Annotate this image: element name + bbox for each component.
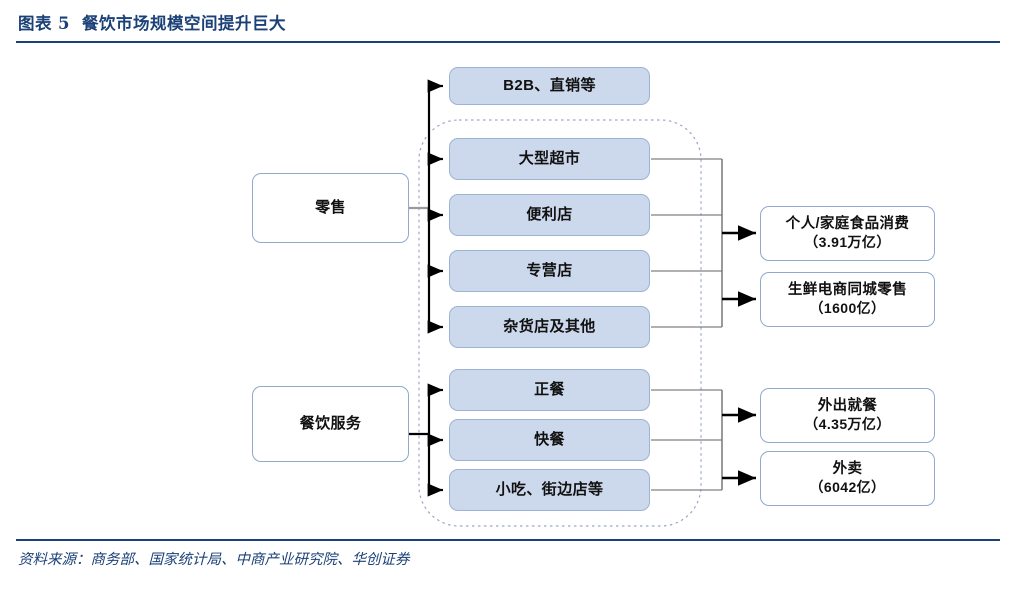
node-b2b[interactable]: B2B、直销等 [449,67,650,105]
node-grocery-label: 杂货店及其他 [503,318,596,336]
node-retail-label: 零售 [315,199,346,217]
node-grocery[interactable]: 杂货店及其他 [449,306,650,348]
node-fresh-ecommerce[interactable]: 生鲜电商同城零售 （1600亿） [760,272,935,327]
node-takeaway[interactable]: 外卖 （6042亿） [760,451,935,506]
node-household-consumption[interactable]: 个人/家庭食品消费 （3.91万亿） [760,206,935,261]
node-diningout-value: （4.35万亿） [804,416,891,433]
node-specialty[interactable]: 专营店 [449,250,650,292]
node-takeaway-value: （6042亿） [809,479,886,496]
connector-layer [409,79,756,527]
group-boundary-dotted [418,119,702,527]
node-dining-out[interactable]: 外出就餐 （4.35万亿） [760,388,935,443]
node-household-value: （3.91万亿） [804,234,891,251]
node-fresh-value: （1600亿） [809,300,886,317]
node-takeaway-label: 外卖 [832,461,863,478]
figure-number: 5 [58,14,70,33]
node-convenience-label: 便利店 [526,206,573,224]
figure-title: 图表 5 餐饮市场规模空间提升巨大 [18,10,286,34]
node-fastfood[interactable]: 快餐 [449,419,650,461]
node-snack[interactable]: 小吃、街边店等 [449,469,650,511]
footer-divider-rule [16,539,1000,541]
diagram-canvas: 零售 餐饮服务 B2B、直销等 大型超市 便利店 专营店 杂货店及其他 正餐 快… [0,46,1016,538]
node-b2b-label: B2B、直销等 [503,77,596,95]
node-household-label: 个人/家庭食品消费 [785,216,910,233]
figure-label: 图表 [18,14,52,33]
node-fresh-label: 生鲜电商同城零售 [787,282,908,299]
node-hypermarket[interactable]: 大型超市 [449,138,650,180]
node-diningout-label: 外出就餐 [817,398,878,415]
node-fulldining[interactable]: 正餐 [449,369,650,411]
figure-title-text: 餐饮市场规模空间提升巨大 [81,14,286,33]
node-fulldining-label: 正餐 [534,381,565,399]
node-fastfood-label: 快餐 [534,431,565,449]
source-note: 资料来源：商务部、国家统计局、中商产业研究院、华创证券 [18,552,410,568]
node-snack-label: 小吃、街边店等 [495,481,604,499]
title-divider-rule [16,41,1000,43]
node-hypermarket-label: 大型超市 [518,150,581,168]
node-retail[interactable]: 零售 [252,173,409,243]
node-foodservice-label: 餐饮服务 [299,415,362,433]
node-specialty-label: 专营店 [526,262,573,280]
node-foodservice[interactable]: 餐饮服务 [252,386,409,462]
node-convenience[interactable]: 便利店 [449,194,650,236]
